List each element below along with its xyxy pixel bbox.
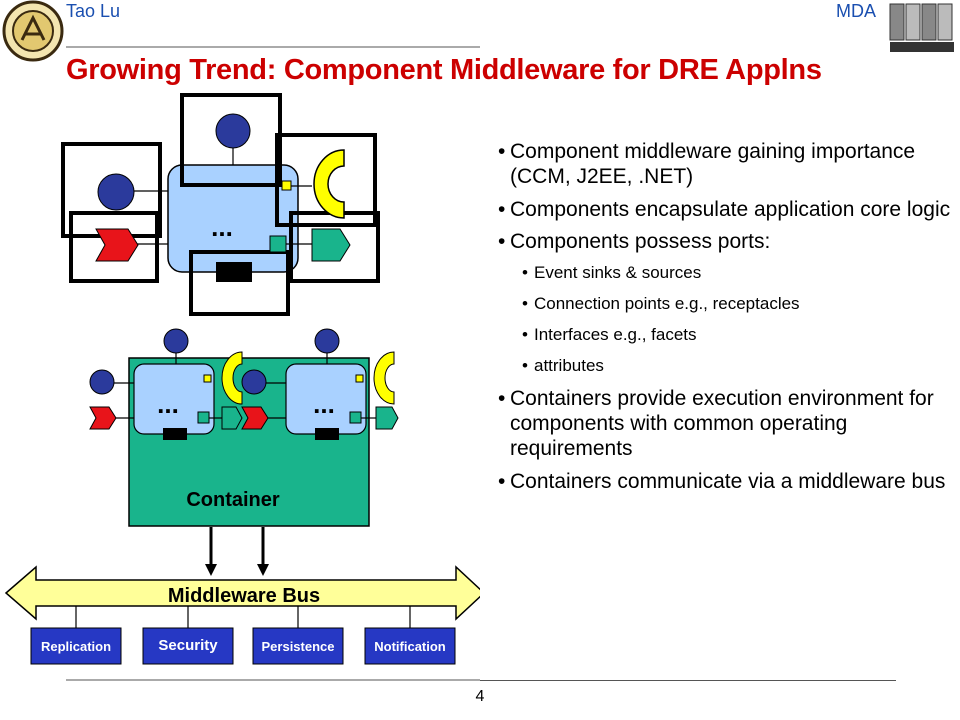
svg-text:Persistence: Persistence (262, 639, 335, 654)
event-source-icon (89, 406, 117, 430)
facet-frame-top (180, 93, 282, 187)
service-notification: Notification (364, 627, 456, 665)
sub-bullet-item: Interfaces e.g., facets (498, 325, 953, 345)
event-source-icon (241, 406, 269, 430)
sub-bullet-item: Connection points e.g., receptacles (498, 294, 953, 314)
component-dots: ... (211, 212, 233, 242)
isis-institute-logo (888, 0, 958, 54)
facet-icon (241, 369, 267, 395)
page-number: 4 (475, 688, 485, 705)
attribute-icon (163, 428, 187, 440)
component-a: ... (89, 328, 243, 440)
footer-rule (480, 680, 896, 681)
sub-bullet-item: Event sinks & sources (498, 263, 953, 283)
event-source-frame (69, 211, 159, 283)
slide-title: Growing Trend: Component Middleware for … (66, 54, 822, 86)
component-dots: ... (313, 389, 335, 419)
attribute-icon (315, 428, 339, 440)
facet-icon (163, 328, 189, 354)
attribute-icon (216, 262, 252, 282)
bullet-item: Component middleware gaining importance … (498, 140, 953, 190)
component-diagram: ... Container (4, 46, 480, 681)
receptacle-frame (275, 133, 377, 227)
bullet-list: Component middleware gaining importance … (498, 140, 953, 502)
facet-icon (89, 369, 115, 395)
component-b: ... (241, 328, 399, 440)
receptacle-icon (373, 351, 395, 405)
svg-text:Replication: Replication (41, 639, 111, 654)
bullet-item: Components possess ports: (498, 230, 953, 255)
middleware-bus (4, 565, 480, 621)
service-security: Security (142, 627, 234, 665)
event-source-icon (95, 228, 139, 262)
receptacle-icon (313, 149, 345, 219)
facet-icon (97, 173, 135, 211)
attribute-frame (189, 250, 290, 316)
svg-text:Security: Security (158, 637, 218, 654)
component-large: ... (167, 164, 299, 273)
bus-label: Middleware Bus (168, 585, 320, 607)
event-sink-icon (375, 406, 399, 430)
event-sink-icon (221, 406, 243, 430)
facet-icon (314, 328, 340, 354)
bullet-item: Containers communicate via a middleware … (498, 470, 953, 495)
event-sink-icon (311, 228, 351, 262)
facet-icon (215, 113, 251, 149)
component-dots: ... (157, 389, 179, 419)
sub-bullet-item: attributes (498, 356, 953, 376)
topic-label: MDA (836, 1, 876, 21)
service-replication: Replication (30, 627, 122, 665)
bullet-item: Containers provide execution environment… (498, 387, 953, 461)
service-persistence: Persistence (252, 627, 344, 665)
author-name: Tao Lu (66, 1, 121, 21)
container-label: Container (186, 489, 280, 511)
bullet-item: Components encapsulate application core … (498, 198, 953, 223)
receptacle-icon (221, 351, 243, 405)
vanderbilt-seal-logo (2, 0, 64, 62)
svg-text:Notification: Notification (374, 639, 446, 654)
